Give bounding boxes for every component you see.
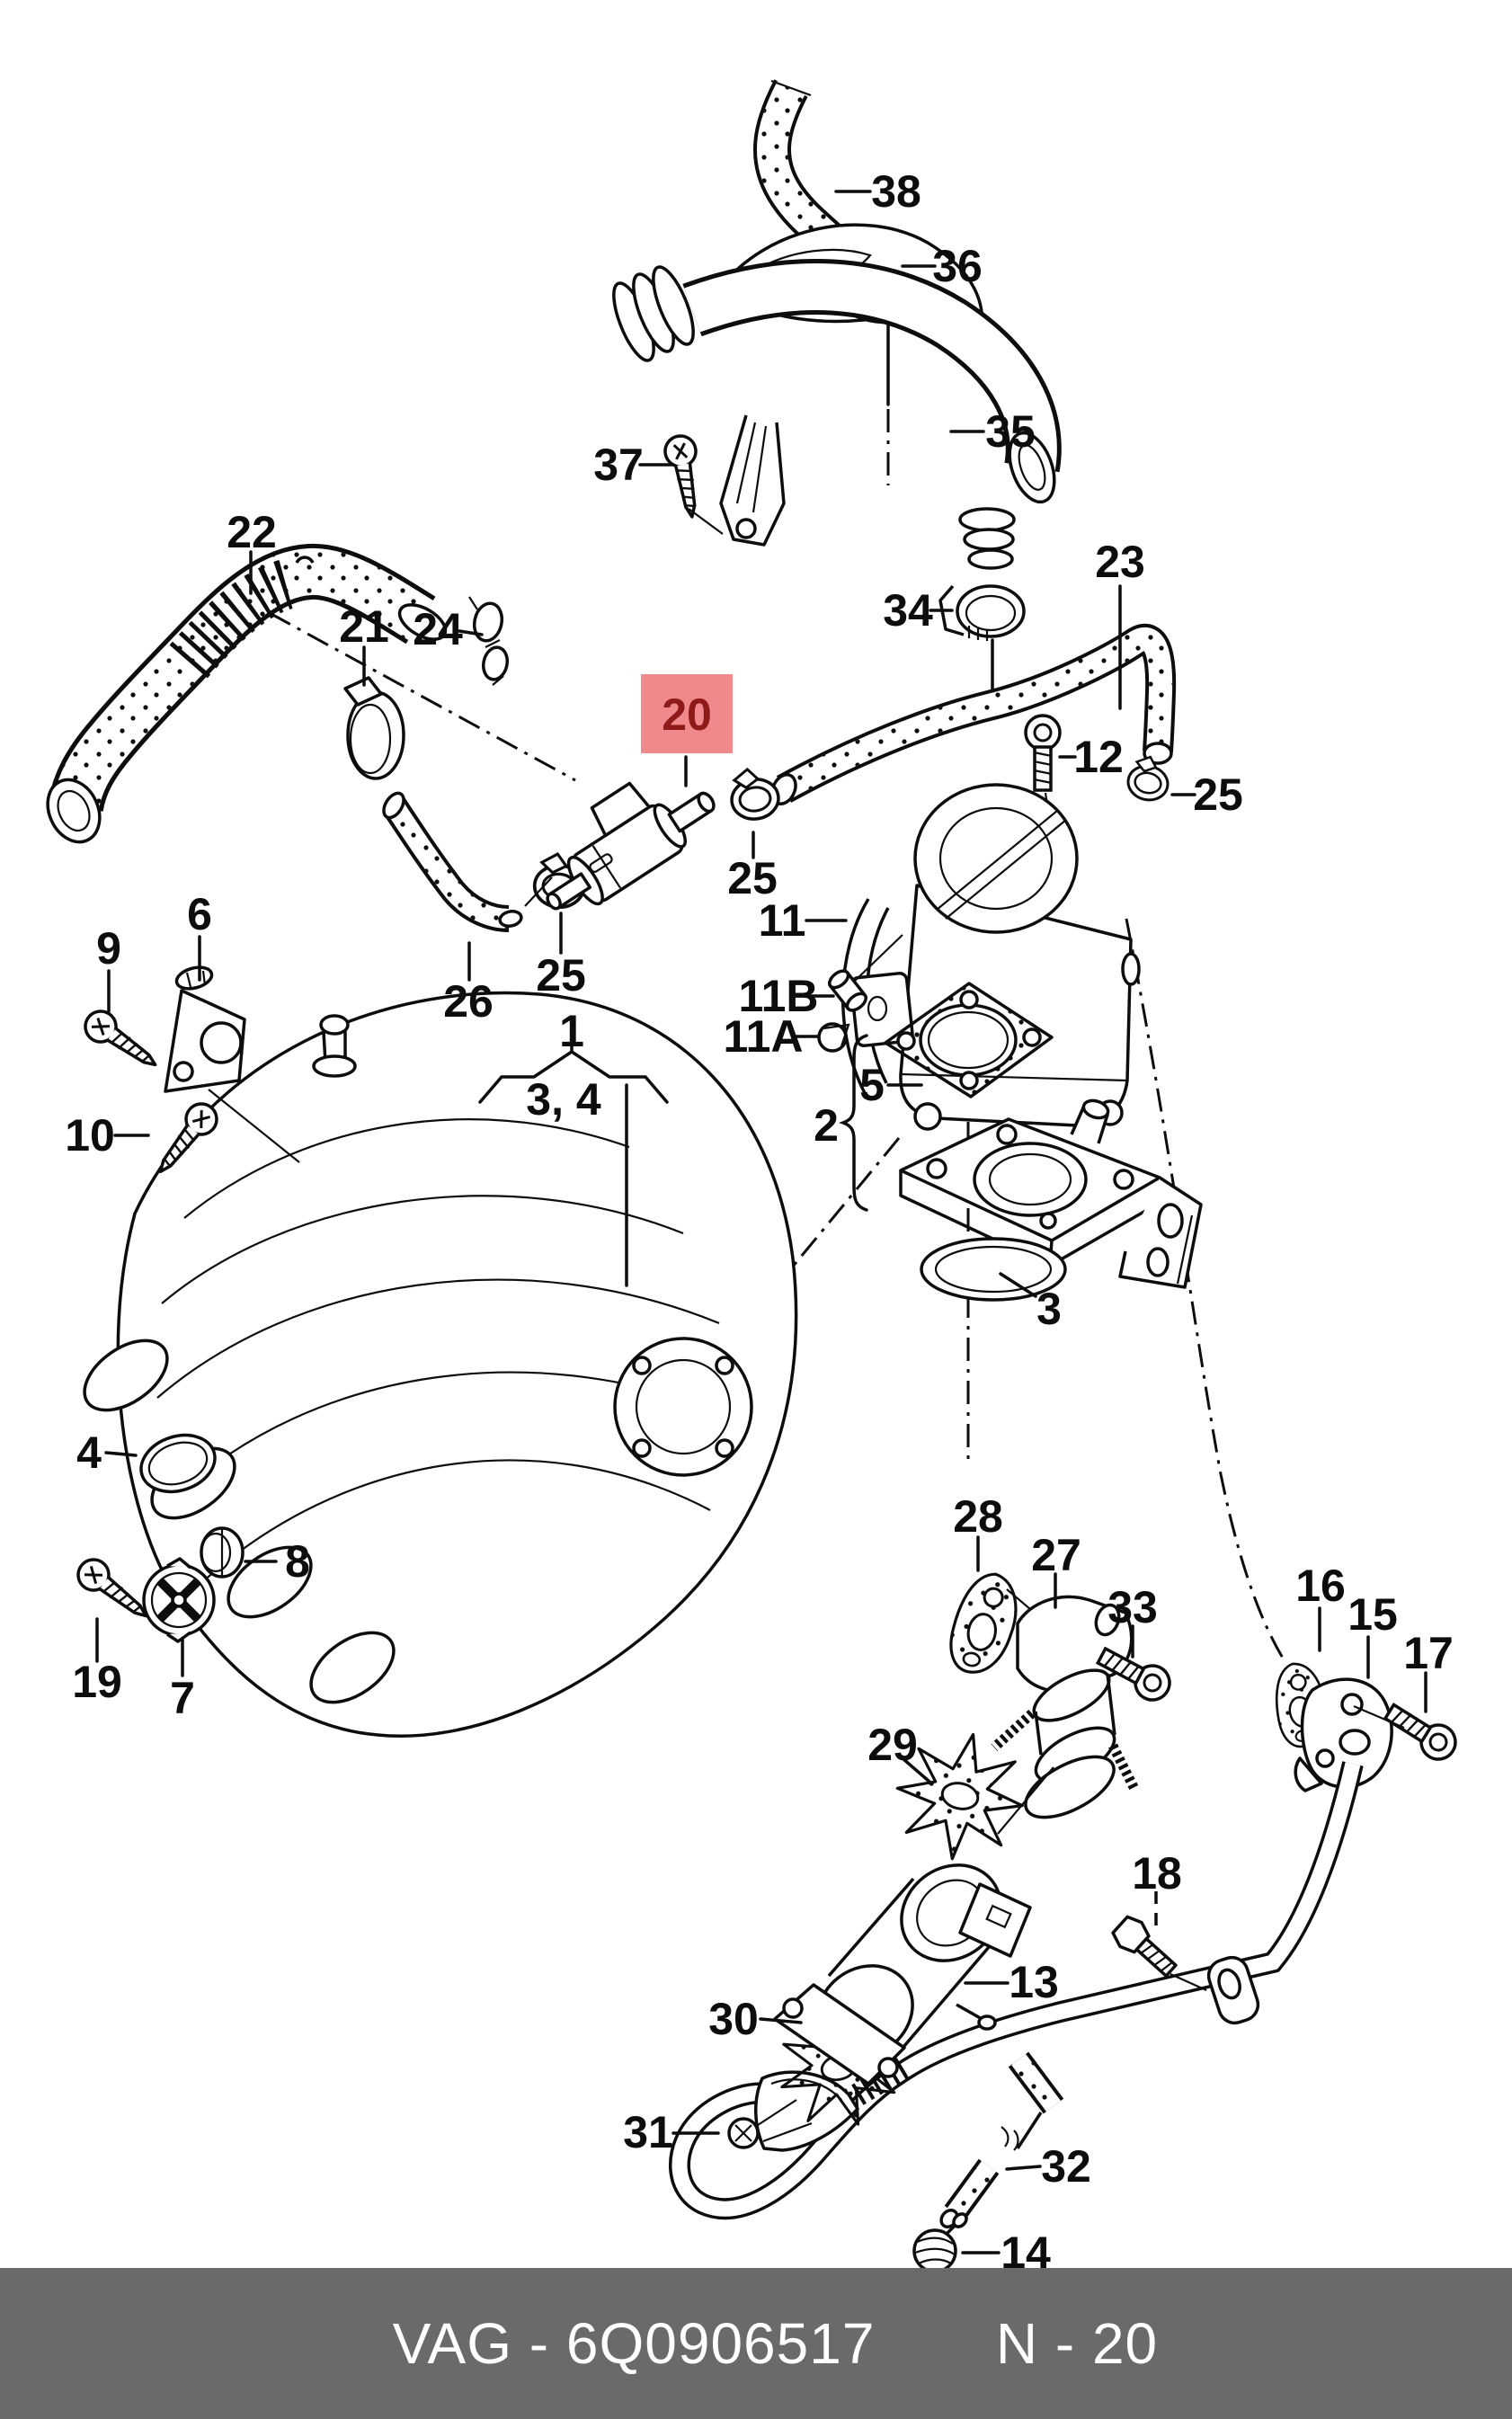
part-label-24: 24: [413, 604, 463, 654]
hose-26: [382, 791, 553, 932]
clamp-25-mid: [725, 763, 783, 824]
part-label-1: 1: [559, 1006, 584, 1056]
purge-valve-20: [546, 781, 716, 911]
grommet-11A: [817, 934, 903, 1053]
part-label-25c: 25: [536, 950, 586, 1001]
egr-pipe-15: [669, 1677, 1393, 2220]
o-ring-3: [920, 1237, 1067, 1302]
screw-19: [70, 1552, 157, 1630]
part-label-14: 14: [1001, 2228, 1051, 2268]
throttle-flange-2: [899, 1098, 1203, 1289]
part-label-26: 26: [443, 976, 494, 1027]
part-label-25b: 25: [727, 853, 778, 903]
part-label-12: 12: [1073, 732, 1124, 782]
part-label-31: 31: [623, 2107, 673, 2157]
screw-11B: [828, 969, 867, 1012]
part-label-16: 16: [1295, 1561, 1346, 1611]
vacuum-hose-23: [770, 624, 1177, 805]
bracket-label-1: [478, 1041, 669, 1104]
part-label-21: 21: [339, 601, 389, 652]
part-label-34: 34: [883, 585, 933, 636]
bolt-31: [727, 2099, 813, 2149]
cap-8: [200, 1526, 245, 1579]
part-label-7: 7: [170, 1673, 195, 1723]
part-label-36: 36: [932, 241, 983, 291]
clamp-24: [468, 596, 510, 686]
manifold-nipple: [312, 1014, 357, 1078]
leader-lines: [95, 190, 1428, 2254]
part-label-2: 2: [814, 1100, 839, 1151]
footer-bar: VAG - 6Q0906517 N - 20: [0, 2268, 1512, 2419]
catalog-code: VAG - 6Q0906517: [392, 2311, 876, 2376]
part-label-11A: 11A: [724, 1011, 804, 1062]
egr-valve-27: [991, 1588, 1139, 1835]
valve-7: [142, 1557, 216, 1643]
clamp-21: [343, 676, 405, 780]
part-label-3_4: 3, 4: [526, 1074, 601, 1125]
part-label-23: 23: [1095, 537, 1145, 587]
part-label-30: 30: [708, 1994, 759, 2044]
part-label-35: 35: [985, 406, 1036, 457]
intake-pipe-35: [612, 223, 1062, 570]
part-label-38: 38: [871, 166, 921, 217]
part-label-18: 18: [1132, 1848, 1182, 1899]
part-label-27: 27: [1031, 1530, 1081, 1580]
exploded-diagram: 20 383635373423122522212425112526961013,…: [46, 79, 1463, 2268]
part-label-19: 19: [72, 1657, 122, 1707]
part-label-29: 29: [867, 1720, 918, 1770]
part-label-13: 13: [1009, 1957, 1059, 2007]
bracket-6: [164, 965, 246, 1093]
screw-37: [661, 431, 724, 535]
highlight-box: [641, 674, 733, 753]
gasket-28: [944, 1567, 1024, 1680]
part-label-25a: 25: [1193, 769, 1243, 820]
part-label-32: 32: [1041, 2141, 1091, 2192]
part-label-6: 6: [187, 889, 212, 939]
o-ring-4: [139, 1433, 217, 1494]
part-label-28: 28: [953, 1491, 1003, 1542]
gasket-5: [884, 982, 1054, 1098]
part-label-4: 4: [76, 1427, 102, 1478]
hose-32: [939, 2051, 1064, 2228]
plug-14: [912, 2212, 968, 2268]
part-label-11B: 11B: [739, 971, 819, 1021]
brace-label-2: [839, 1034, 868, 1212]
part-label-33: 33: [1107, 1582, 1158, 1632]
part-label-15: 15: [1347, 1589, 1398, 1640]
part-label-17: 17: [1403, 1628, 1454, 1678]
part-label-3: 3: [1036, 1284, 1062, 1334]
part-label-10: 10: [65, 1110, 115, 1161]
part-label-11: 11: [759, 895, 806, 946]
egr-cooler-13: [773, 1863, 1032, 2085]
part-label-20: 20: [662, 689, 712, 740]
part-label-37: 37: [593, 440, 644, 490]
clamp-34: [938, 584, 1026, 641]
part-label-8: 8: [285, 1536, 310, 1587]
highlight-20: 20: [641, 674, 733, 753]
air-hose-22: [46, 543, 448, 844]
part-label-22: 22: [227, 507, 277, 557]
part-label-9: 9: [96, 923, 121, 974]
bolt-9: [77, 1003, 166, 1080]
page-code: N - 20: [995, 2311, 1159, 2376]
part-label-5: 5: [859, 1060, 885, 1110]
bolt-18: [1111, 1915, 1207, 1992]
